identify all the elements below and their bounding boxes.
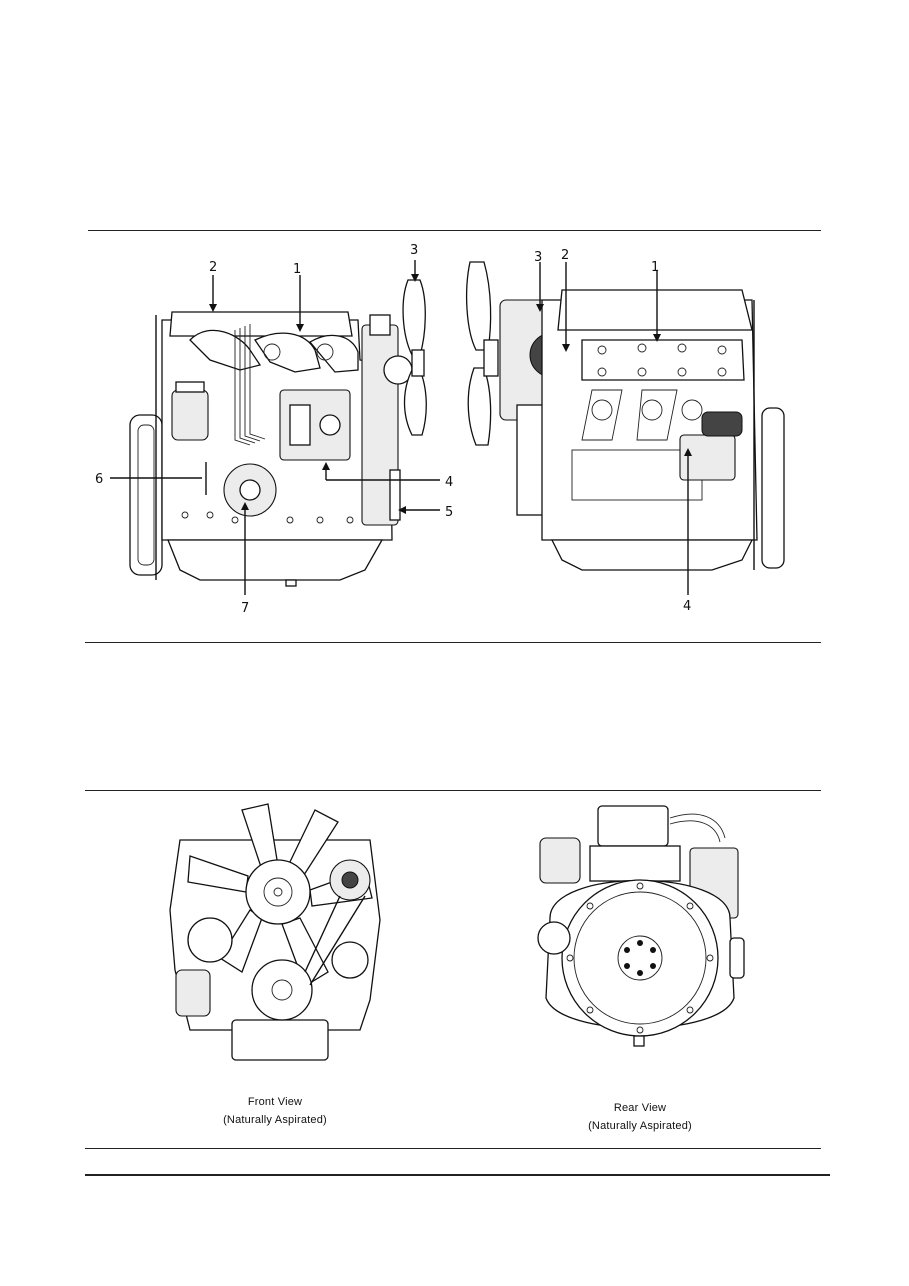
callout-6: 6 [95, 472, 103, 487]
rear-view-caption: Rear View (Naturally Aspirated) [560, 1099, 720, 1135]
rule-footer [85, 1174, 830, 1176]
callout-2: 2 [209, 260, 217, 275]
front-view-title: Front View [247, 1096, 303, 1108]
callout-4: 4 [445, 475, 453, 490]
callout-2: 2 [561, 248, 569, 263]
front-view-caption: Front View (Naturally Aspirated) [190, 1093, 360, 1129]
callout-4: 4 [683, 599, 691, 614]
callout-5: 5 [445, 505, 453, 520]
front-view-subtitle: (Naturally Aspirated) [223, 1114, 327, 1126]
engine-right-side-illustration: 1 2 3 4 [462, 240, 802, 620]
engine-front-view-illustration [150, 800, 400, 1070]
callout-1: 1 [651, 260, 659, 275]
callout-1: 1 [293, 262, 301, 277]
callout-7: 7 [241, 601, 249, 616]
rule-top [88, 230, 821, 231]
rule-lower [85, 1148, 821, 1149]
rear-view-title: Rear View [613, 1102, 667, 1114]
rear-view-subtitle: (Naturally Aspirated) [588, 1120, 692, 1132]
callout-3: 3 [534, 250, 542, 265]
rule-mid-2 [85, 790, 821, 791]
rule-mid-1 [85, 642, 821, 643]
callout-3: 3 [410, 243, 418, 258]
engine-left-side-illustration: 1 2 3 4 5 6 7 [90, 240, 470, 620]
engine-rear-view-illustration [520, 798, 760, 1058]
